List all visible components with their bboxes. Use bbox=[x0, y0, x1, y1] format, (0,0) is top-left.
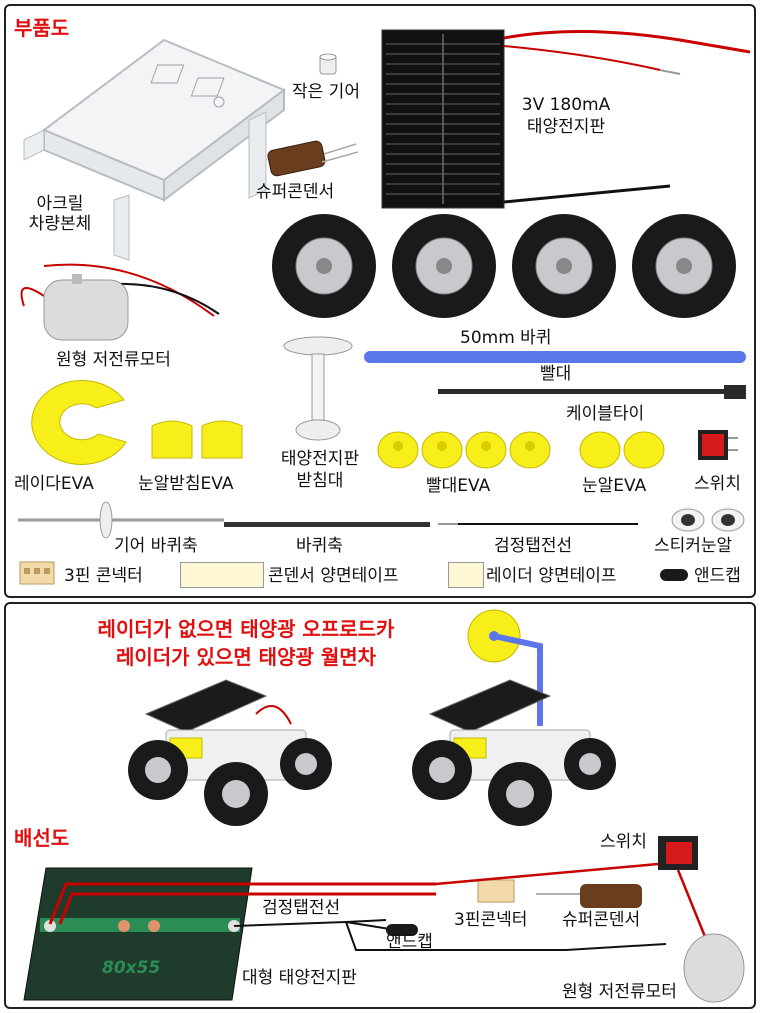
connector-image bbox=[19, 561, 55, 585]
wheel-1 bbox=[272, 214, 376, 318]
wiring-motor-label: 원형 저전류모터 bbox=[562, 982, 677, 1002]
acrylic-body-label: 아크릴 차량본체 bbox=[28, 194, 92, 234]
solar-panel-label: 3V 180mA 태양전지판 bbox=[521, 95, 611, 137]
wiring-large-panel-label: 대형 태양전지판 bbox=[242, 968, 357, 988]
connector-label: 3핀 콘넥터 bbox=[64, 566, 143, 586]
straw-eva-piece bbox=[465, 431, 507, 469]
cap-tape-image bbox=[180, 562, 264, 588]
wheel-shaft-image bbox=[224, 522, 430, 527]
sticker-eyes-label: 스티커눈알 bbox=[654, 536, 733, 556]
parts-panel: 부품도 아크릴 차량본체 작은 기어 슈퍼콘덴서 bbox=[4, 4, 756, 598]
headline-lunar: 레이더가 있으면 태양광 월면차 bbox=[115, 645, 377, 669]
assembly-panel: 레이더가 없으면 태양광 오프로드카 레이더가 있으면 태양광 월면차 배선도 bbox=[4, 602, 756, 1009]
straw-eva-piece bbox=[421, 431, 463, 469]
eye-mount-eva-label: 눈알받침EVA bbox=[138, 474, 234, 494]
gear-shaft-label: 기어 바퀴축 bbox=[114, 536, 198, 556]
wheel-4 bbox=[632, 214, 736, 318]
straw-label: 빨대 bbox=[540, 364, 572, 384]
small-gear-label: 작은 기어 bbox=[292, 82, 360, 102]
sticker-eyes-image bbox=[671, 508, 745, 532]
radar-tape-image bbox=[448, 562, 484, 588]
wheel-shaft-label: 바퀴축 bbox=[296, 536, 343, 556]
radar-eva-image bbox=[31, 379, 127, 465]
switch-label: 스위치 bbox=[694, 474, 741, 494]
motor-label: 원형 저전류모터 bbox=[56, 350, 171, 370]
cable-tie-image bbox=[438, 385, 746, 399]
wiring-diagram bbox=[23, 836, 745, 1003]
radar-eva-label: 레이다EVA bbox=[14, 474, 94, 494]
wheel-3 bbox=[512, 214, 616, 318]
cap-tape-label: 콘덴서 양면테이프 bbox=[268, 566, 399, 586]
panel-stand-label: 태양전지판 받침대 bbox=[280, 449, 360, 491]
radar-tape-label: 레이더 양면테이프 bbox=[486, 566, 617, 586]
solar-panel-image bbox=[381, 29, 751, 209]
wiring-end-cap-label: 앤드캡 bbox=[386, 932, 433, 952]
eye-eva-image bbox=[579, 431, 665, 469]
black-wire-image bbox=[438, 523, 638, 525]
wiring-supercapacitor-label: 슈퍼콘덴서 bbox=[562, 910, 641, 930]
small-gear-image bbox=[319, 53, 337, 75]
wheels-image bbox=[272, 214, 736, 318]
eye-mount-eva-image bbox=[151, 420, 243, 459]
panel-size-label: 80x55 bbox=[102, 958, 161, 978]
supercapacitor-image bbox=[267, 140, 359, 177]
switch-image bbox=[698, 430, 738, 460]
parts-title: 부품도 bbox=[14, 16, 70, 40]
straw-eva-piece bbox=[509, 431, 551, 469]
eye-eva-label: 눈알EVA bbox=[582, 476, 647, 496]
panel-stand-image bbox=[283, 336, 353, 441]
wiring-connector-label: 3핀콘넥터 bbox=[454, 910, 528, 930]
gear-shaft-image bbox=[18, 501, 224, 539]
straw-eva-piece bbox=[377, 431, 419, 469]
straw-image bbox=[364, 351, 746, 363]
motor-image bbox=[20, 263, 220, 341]
wiring-title: 배선도 bbox=[14, 826, 70, 850]
end-cap-image bbox=[660, 569, 688, 581]
straw-eva-image bbox=[377, 431, 551, 469]
wheel-2 bbox=[392, 214, 496, 318]
cable-tie-label: 케이블타이 bbox=[566, 404, 645, 424]
lunar-car-image bbox=[412, 609, 616, 826]
black-wire-label: 검정탭전선 bbox=[494, 536, 573, 556]
straw-eva-label: 빨대EVA bbox=[426, 476, 491, 496]
wheels-label: 50mm 바퀴 bbox=[460, 328, 552, 348]
wiring-black-wire-label: 검정탭전선 bbox=[262, 898, 341, 918]
end-cap-label: 앤드캡 bbox=[694, 566, 741, 586]
wiring-switch-label: 스위치 bbox=[600, 832, 647, 852]
supercapacitor-label: 슈퍼콘덴서 bbox=[256, 182, 335, 202]
headline-offroad: 레이더가 없으면 태양광 오프로드카 bbox=[97, 617, 395, 641]
acrylic-body-image bbox=[23, 38, 286, 261]
offroad-car-image bbox=[128, 679, 332, 826]
